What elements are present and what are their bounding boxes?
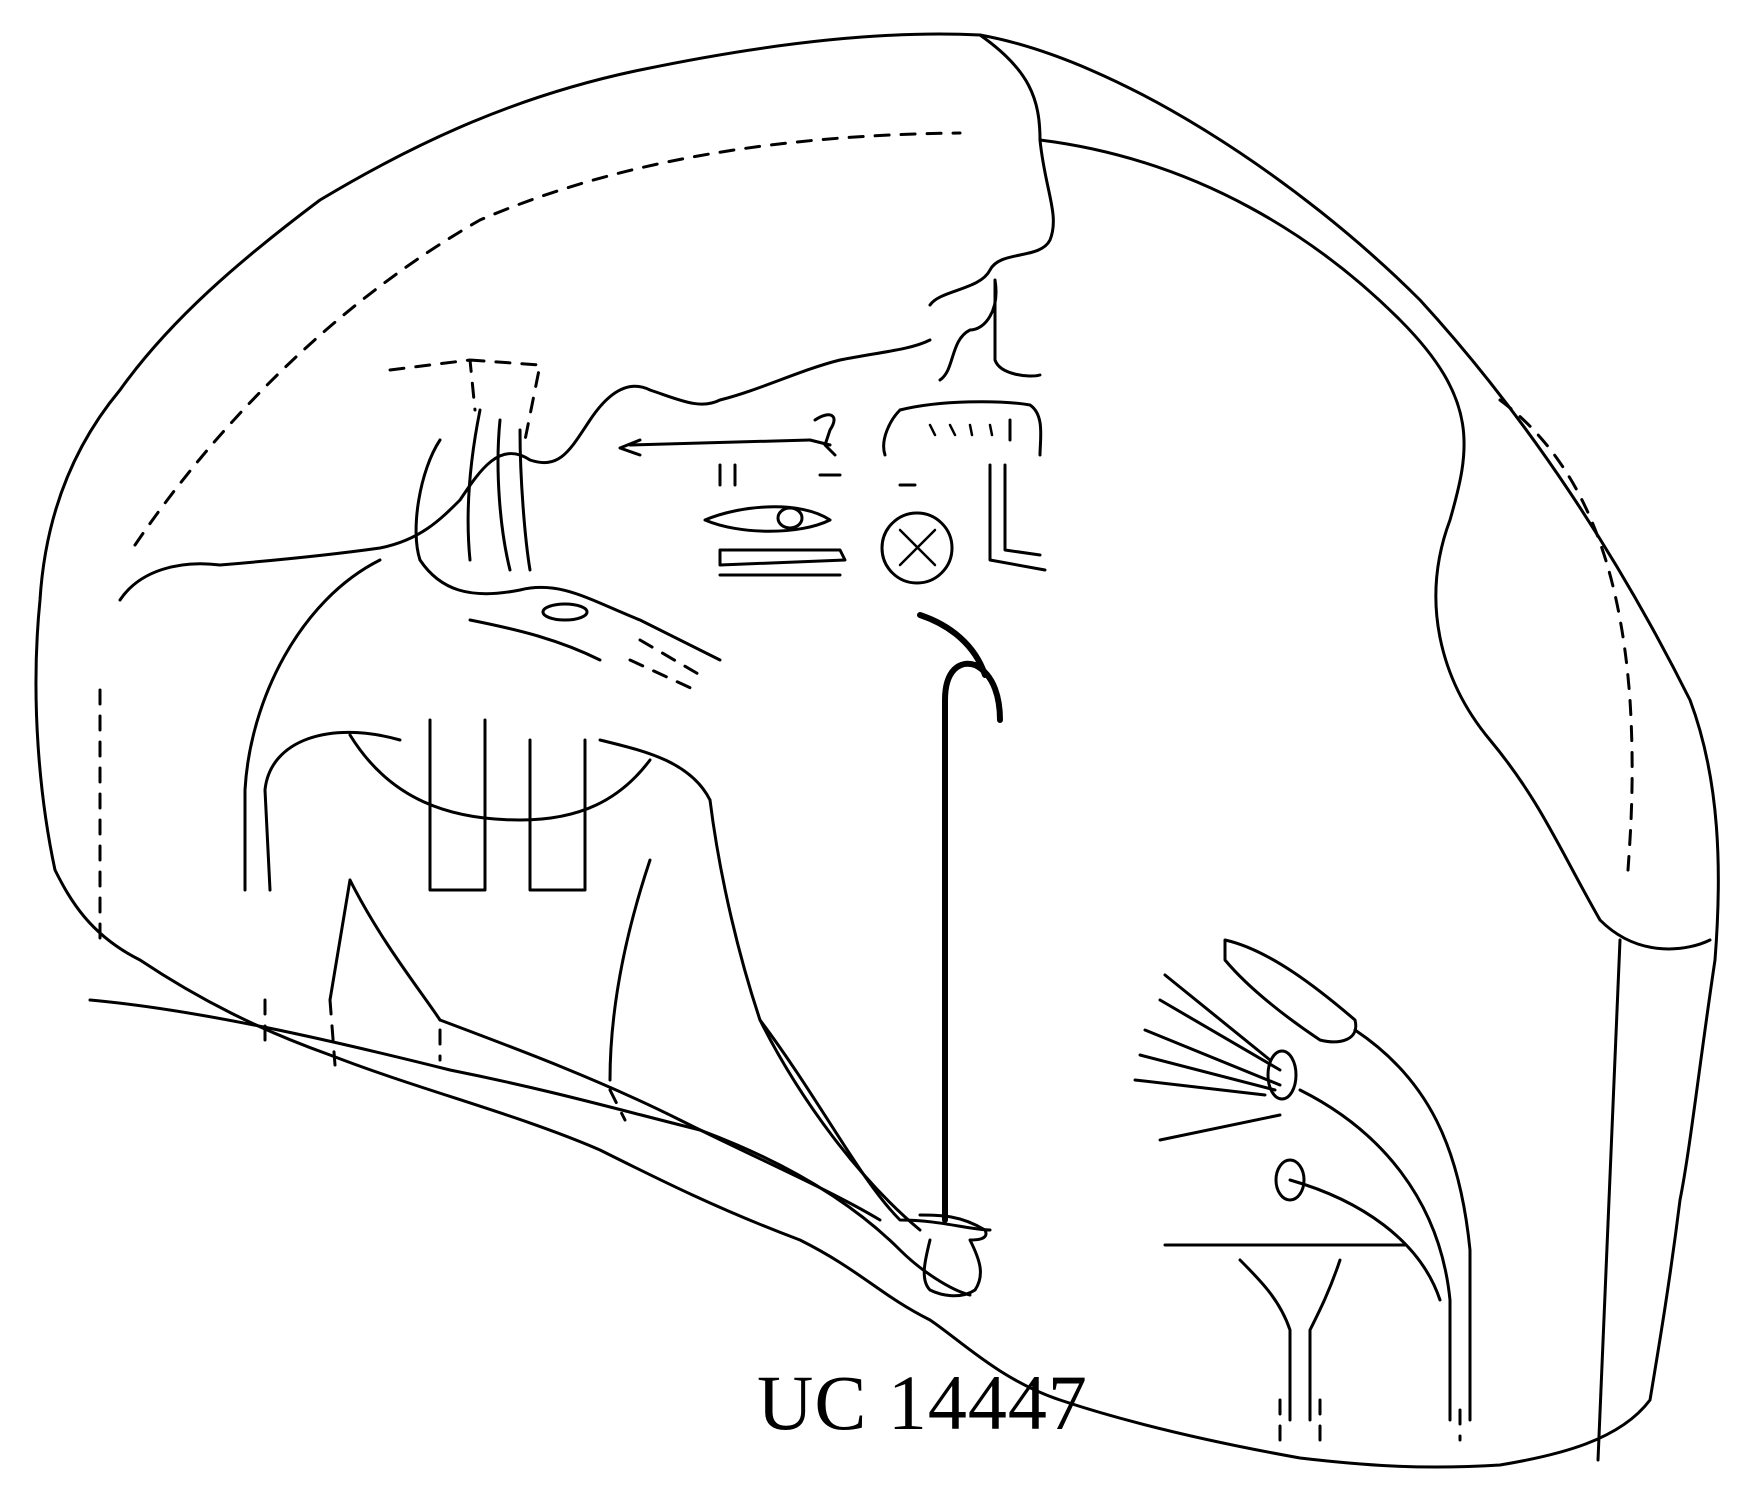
register-arc-right-dashed <box>1498 398 1634 872</box>
right-border-line <box>1596 938 1622 1462</box>
glyph-eye <box>703 505 832 533</box>
glyph-circle-cross <box>898 528 937 567</box>
object-number-caption: UC 14447 <box>757 1359 1088 1446</box>
break-line-lower <box>88 998 972 1297</box>
break-line-upper <box>928 33 1055 307</box>
anubis-arm <box>438 1018 992 1232</box>
glyph-sky <box>882 400 1043 457</box>
glyph-bar <box>718 548 847 577</box>
leg-dashed <box>263 998 627 1122</box>
lotus-bud-tip-1 <box>1266 1049 1298 1101</box>
anubis-shoulders <box>243 558 712 892</box>
lotus-flower <box>1133 973 1282 1142</box>
hand <box>918 1213 988 1298</box>
glyph-bird-upper <box>938 278 1042 382</box>
glyph-circle <box>880 511 954 585</box>
staff-hook <box>917 612 988 678</box>
lotus-stems <box>1288 1028 1472 1422</box>
lotus-bud-tip-2 <box>1274 1158 1306 1202</box>
lotus-bud <box>1223 938 1358 1044</box>
glyph-eye-pupil <box>776 506 804 530</box>
glyph-sky-fringe <box>928 423 994 437</box>
staff <box>942 660 1003 1223</box>
glyph-dashes <box>718 463 917 487</box>
break-line-left <box>118 338 932 602</box>
glyph-fork <box>808 413 837 457</box>
anubis-ears <box>414 408 532 572</box>
stand-base-dashed <box>1278 1398 1462 1442</box>
anubis-eye <box>541 602 589 622</box>
glyph-arrow <box>618 438 812 457</box>
anubis-collar <box>348 733 652 822</box>
register-arc-dashed <box>133 131 962 547</box>
break-line-right <box>1038 138 1712 951</box>
crown-dashed <box>388 358 542 442</box>
glyph-leg <box>988 463 1047 572</box>
offering-stand <box>1163 1243 1407 1422</box>
anubis-wig-lappets <box>428 718 587 892</box>
stela-outline <box>34 32 1720 1469</box>
anubis-body <box>328 798 922 1232</box>
snout-dashed <box>628 638 702 692</box>
anubis-head <box>418 558 722 662</box>
